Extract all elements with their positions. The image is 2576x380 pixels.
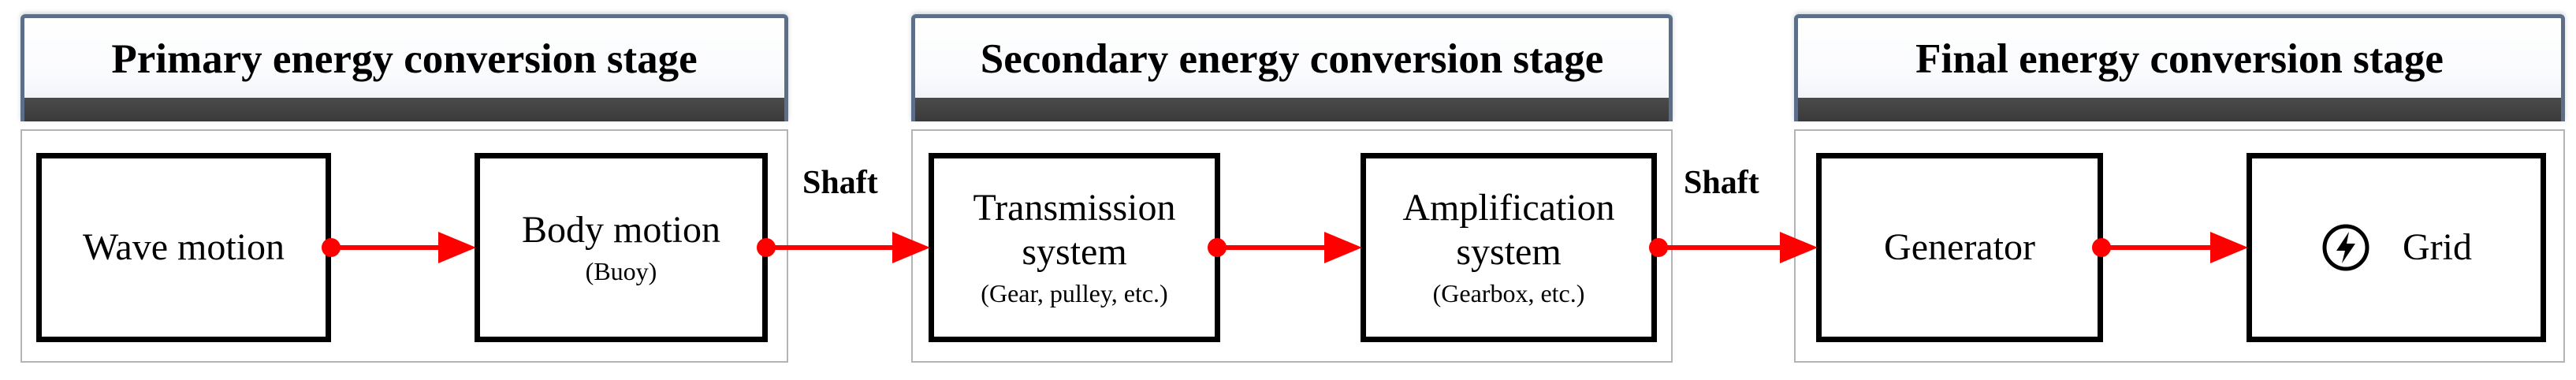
block-sublabel: (Gearbox, etc.) <box>1432 279 1585 307</box>
block-sublabel: (Gear, pulley, etc.) <box>981 279 1168 307</box>
stage-header-final: Final energy conversion stage <box>1794 14 2565 121</box>
block-label: Generator <box>1884 226 2035 268</box>
block-label-line2: system <box>1456 231 1562 273</box>
block-body-motion: Body motion (Buoy) <box>475 153 768 342</box>
block-label-line1: Transmission <box>973 187 1176 229</box>
shaft-label-1: Shaft <box>802 165 878 201</box>
block-label: Wave motion <box>82 226 285 268</box>
shaft-label-2: Shaft <box>1684 165 1759 201</box>
block-grid: Grid <box>2247 153 2546 342</box>
stage-header-secondary: Secondary energy conversion stage <box>911 14 1673 121</box>
block-wave-motion: Wave motion <box>36 153 331 342</box>
stage-title-primary: Primary energy conversion stage <box>111 36 698 82</box>
stage-header-bar <box>915 98 1669 121</box>
block-label-line2: system <box>1022 231 1127 273</box>
block-label-line1: Amplification <box>1402 187 1615 229</box>
stage-header-primary: Primary energy conversion stage <box>20 14 788 121</box>
block-transmission-system: Transmission system (Gear, pulley, etc.) <box>929 153 1220 342</box>
arrow-amplification-to-generator <box>1649 232 1818 263</box>
block-amplification-system: Amplification system (Gearbox, etc.) <box>1361 153 1657 342</box>
stage-title-final: Final energy conversion stage <box>1915 36 2444 82</box>
stage-header-bar <box>1798 98 2561 121</box>
stage-title-secondary: Secondary energy conversion stage <box>980 36 1604 82</box>
block-label: Body motion <box>521 209 721 251</box>
stage-header-bar <box>24 98 784 121</box>
block-sublabel: (Buoy) <box>585 257 657 285</box>
block-grid-row: Grid <box>2321 222 2472 273</box>
block-label: Grid <box>2403 226 2472 268</box>
block-generator: Generator <box>1816 153 2103 342</box>
lightning-bolt-icon <box>2322 224 2369 271</box>
